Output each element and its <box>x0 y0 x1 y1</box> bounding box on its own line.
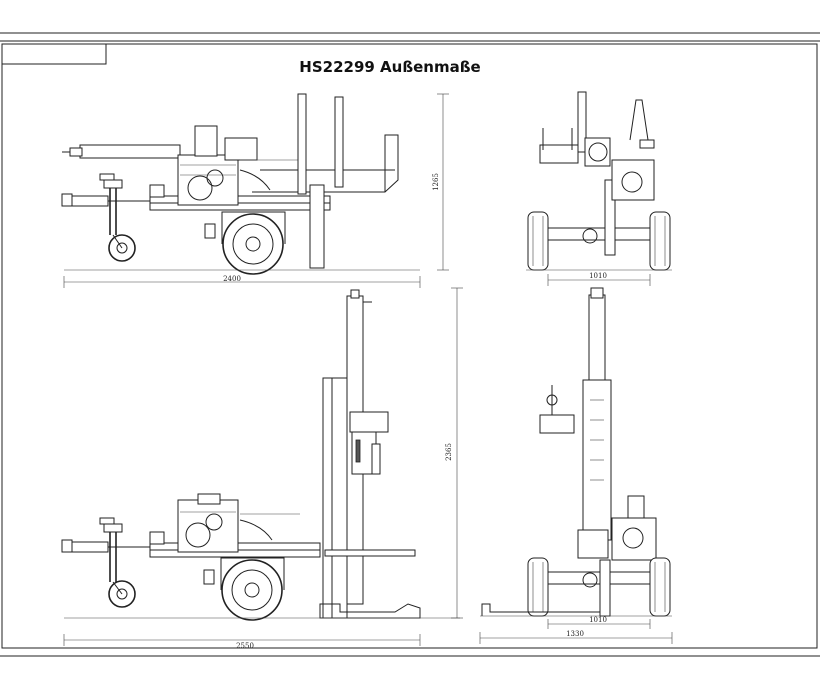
dim-length-side-vertical: 2550 <box>236 642 254 650</box>
side-view-horizontal: 2400 1265 <box>61 93 449 288</box>
sheet-frame <box>0 32 820 657</box>
dim-width-front-vertical: 1010 <box>589 616 607 624</box>
dim-height-side-horizontal: 1265 <box>432 173 440 191</box>
dim-length-side-horizontal: 2400 <box>223 275 241 283</box>
drawing-title: HS22299 Außenmaße <box>299 58 481 76</box>
front-view-horizontal: 1010 <box>526 91 672 286</box>
dim-height-side-vertical: 2365 <box>445 443 453 461</box>
dim-width-front-horizontal: 1010 <box>589 272 607 280</box>
dim-base-front-vertical: 1330 <box>566 630 584 638</box>
side-view-vertical: 2550 2365 <box>61 287 463 650</box>
front-view-vertical: 1010 1330 <box>479 287 673 644</box>
